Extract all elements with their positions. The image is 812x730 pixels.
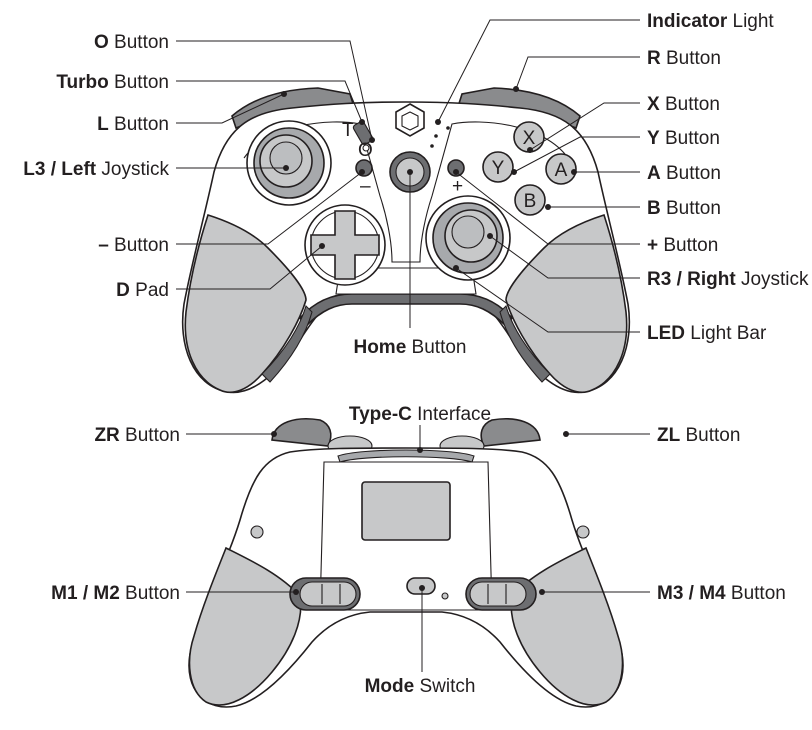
b-button bbox=[514, 184, 546, 216]
turbo-mark: T bbox=[342, 120, 354, 141]
led-light-bar bbox=[298, 293, 514, 328]
label-r3-right-joystick: R3 / Right Joystick bbox=[647, 269, 809, 290]
label-indicator-light: Indicator Light bbox=[647, 11, 774, 32]
label-home-button: Home Button bbox=[353, 337, 466, 358]
face-panel-line bbox=[243, 121, 569, 263]
label-turbo-button: Turbo Button bbox=[56, 72, 169, 93]
front-view: – + T O X Y A B bbox=[181, 87, 631, 394]
right-trim bbox=[499, 304, 551, 383]
minus-mark: – bbox=[360, 176, 371, 197]
label-b-button: B Button bbox=[647, 198, 721, 219]
right-side-dot bbox=[576, 525, 590, 539]
mode-indicator-dot bbox=[441, 592, 449, 600]
back-view bbox=[188, 418, 624, 708]
label-minus-button: – Button bbox=[98, 235, 169, 256]
label-y-button: Y Button bbox=[647, 128, 720, 149]
right-joystick bbox=[425, 195, 511, 281]
plus-mark: + bbox=[452, 176, 463, 197]
label-d-pad: D Pad bbox=[116, 280, 169, 301]
battery-cover bbox=[361, 481, 451, 541]
leader-lines bbox=[176, 19, 650, 672]
label-zl-button: ZL Button bbox=[657, 425, 740, 446]
label-l3-left-joystick: L3 / Left Joystick bbox=[23, 159, 169, 180]
zl-trigger bbox=[480, 418, 541, 447]
m1-m2-paddles bbox=[289, 577, 361, 611]
y-button bbox=[482, 151, 514, 183]
b-button-glyph: B bbox=[524, 191, 537, 212]
left-trim bbox=[261, 304, 313, 383]
label-x-button: X Button bbox=[647, 94, 720, 115]
label-led-light-bar: LED Light Bar bbox=[647, 323, 767, 344]
label-m1-m2-button: M1 / M2 Button bbox=[51, 583, 180, 604]
turbo-o-cluster: T O bbox=[342, 120, 374, 161]
label-o-button: O Button bbox=[94, 32, 169, 53]
m3-m4-paddles bbox=[465, 577, 537, 611]
label-m3-m4-button: M3 / M4 Button bbox=[657, 583, 786, 604]
d-pad bbox=[304, 204, 386, 286]
o-mark: O bbox=[358, 140, 373, 161]
label-zr-button: ZR Button bbox=[94, 425, 180, 446]
label-mode-switch: Mode Switch bbox=[365, 676, 476, 697]
label-a-button: A Button bbox=[647, 163, 721, 184]
a-button-glyph: A bbox=[555, 160, 568, 181]
label-l-button: L Button bbox=[97, 114, 169, 135]
x-button-glyph: X bbox=[523, 128, 536, 149]
label-plus-button: + Button bbox=[647, 235, 718, 256]
y-button-glyph: Y bbox=[492, 158, 505, 179]
zr-trigger bbox=[271, 418, 332, 447]
plus-button bbox=[447, 159, 465, 177]
logo-icon bbox=[395, 103, 425, 137]
left-joystick bbox=[246, 120, 332, 206]
a-button bbox=[545, 153, 577, 185]
face-buttons: X Y A B bbox=[482, 121, 577, 216]
left-side-dot bbox=[250, 525, 264, 539]
label-r-button: R Button bbox=[647, 48, 721, 69]
label-type-c-interface: Type-C Interface bbox=[349, 404, 491, 425]
labels: O Button Turbo Button L Button L3 / Left… bbox=[23, 11, 809, 697]
